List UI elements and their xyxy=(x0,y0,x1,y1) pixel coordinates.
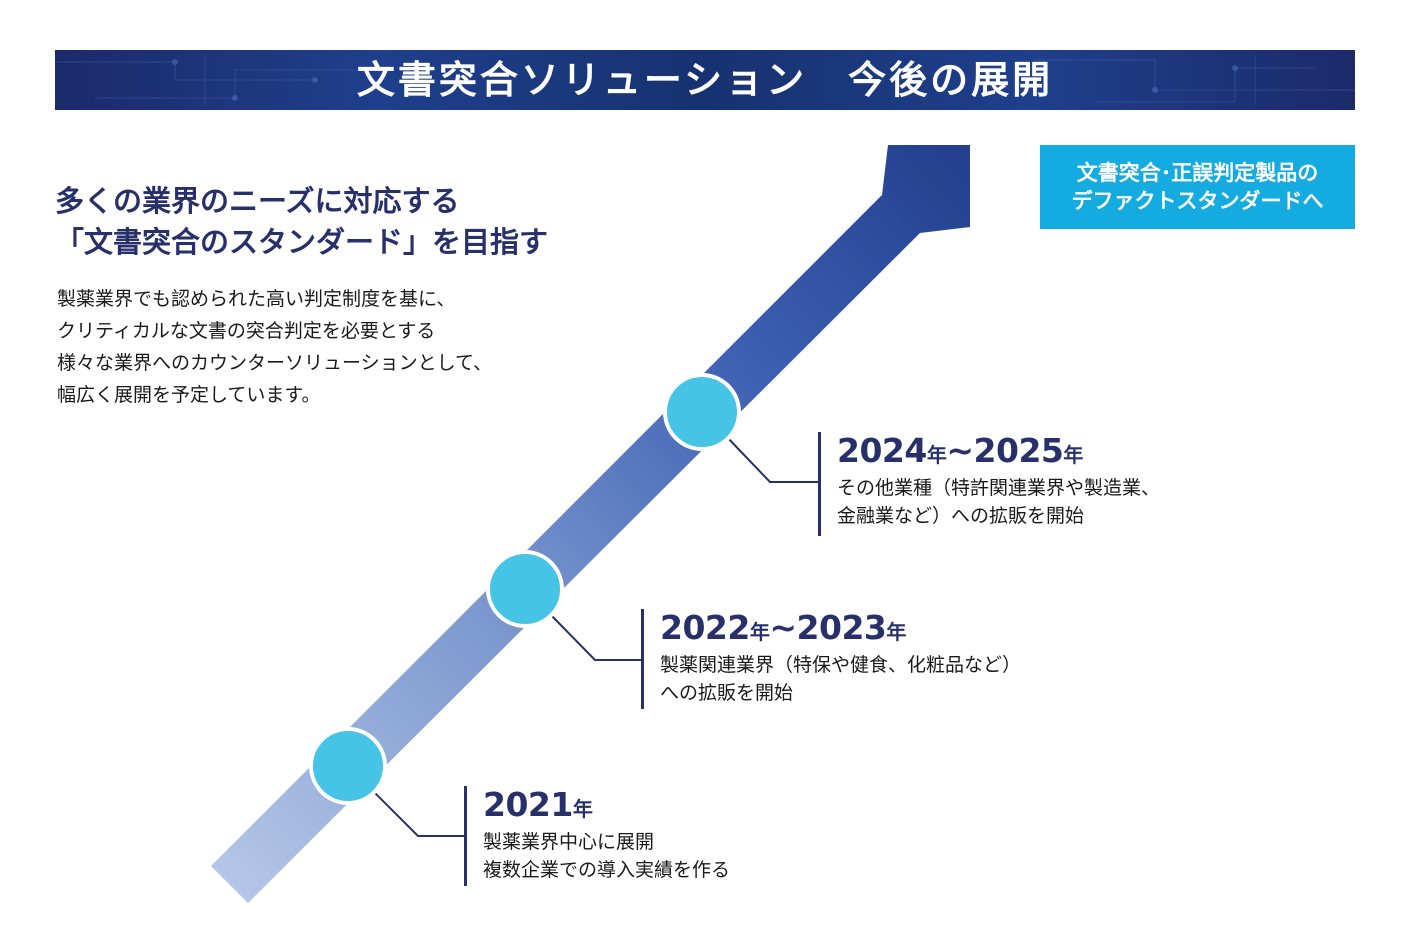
description-line-1: 製薬業界でも認められた高い判定制度を基に、 xyxy=(57,288,456,310)
year-unit: 年 xyxy=(926,443,947,467)
goal-line-2: デファクトスタンダードへ xyxy=(1071,189,1324,213)
headline: 多くの業界のニーズに対応する 「文書突合のスタンダード」を目指す xyxy=(55,181,548,263)
milestone-text-line-1: その他業種（特許関連業界や製造業、 xyxy=(837,477,1161,499)
connector-2022 xyxy=(547,611,641,661)
milestone-year: 2021年 xyxy=(483,786,730,828)
year-start: 2024 xyxy=(837,431,927,470)
connector-2021 xyxy=(371,789,464,837)
headline-line-2: 「文書突合のスタンダード」を目指す xyxy=(55,225,549,259)
year-unit: 年 xyxy=(886,620,906,644)
connector-2024 xyxy=(724,434,818,483)
year-unit: 年 xyxy=(749,620,770,644)
milestone-2024-2025: 2024年~2025年 その他業種（特許関連業界や製造業、 金融業など）への拡販… xyxy=(818,432,1160,536)
year-unit: 年 xyxy=(1063,443,1083,467)
description-line-3: 様々な業界へのカウンターソリューションとして、 xyxy=(57,352,493,374)
timeline-node-2022 xyxy=(486,550,564,628)
goal-line-1: 文書突合･正誤判定製品の xyxy=(1076,161,1319,185)
year-unit: 年 xyxy=(572,797,593,821)
milestone-2022-2023: 2022年~2023年 製薬関連業界（特保や健食、化粧品など） への拡販を開始 xyxy=(641,609,1021,709)
growth-arrow xyxy=(211,145,970,903)
year-end: 2023 xyxy=(796,608,887,647)
goal-box: 文書突合･正誤判定製品の デファクトスタンダードへ xyxy=(1040,145,1355,229)
milestone-text-line-2: 複数企業での導入実績を作る xyxy=(483,859,731,881)
year-start: 2022 xyxy=(660,608,750,647)
milestone-text-line-1: 製薬関連業界（特保や健食、化粧品など） xyxy=(660,654,1022,676)
page-title: 文書突合ソリューション 今後の展開 xyxy=(356,58,1054,102)
banner-texture xyxy=(55,55,1355,105)
milestone-text-line-2: への拡販を開始 xyxy=(660,682,794,704)
year-separator: ~ xyxy=(769,608,797,647)
title-banner: 文書突合ソリューション 今後の展開 xyxy=(55,50,1355,110)
milestone-year: 2022年~2023年 xyxy=(660,609,1021,651)
year-end: 2025 xyxy=(973,431,1064,470)
headline-line-1: 多くの業界のニーズに対応する xyxy=(55,184,460,218)
milestone-year: 2024年~2025年 xyxy=(837,432,1160,474)
year-start: 2021 xyxy=(483,785,573,824)
description-line-2: クリティカルな文書の突合判定を必要とする xyxy=(57,320,436,342)
description-line-4: 幅広く展開を予定しています。 xyxy=(57,384,321,406)
description: 製薬業界でも認められた高い判定制度を基に、 クリティカルな文書の突合判定を必要と… xyxy=(57,283,492,411)
milestone-2021: 2021年 製薬業界中心に展開 複数企業での導入実績を作る xyxy=(464,786,730,886)
timeline-node-2024 xyxy=(663,373,741,451)
timeline-node-2021 xyxy=(309,727,387,805)
milestone-text-line-1: 製薬業界中心に展開 xyxy=(483,831,655,853)
milestone-text-line-2: 金融業など）への拡販を開始 xyxy=(837,505,1085,527)
year-separator: ~ xyxy=(946,431,974,470)
